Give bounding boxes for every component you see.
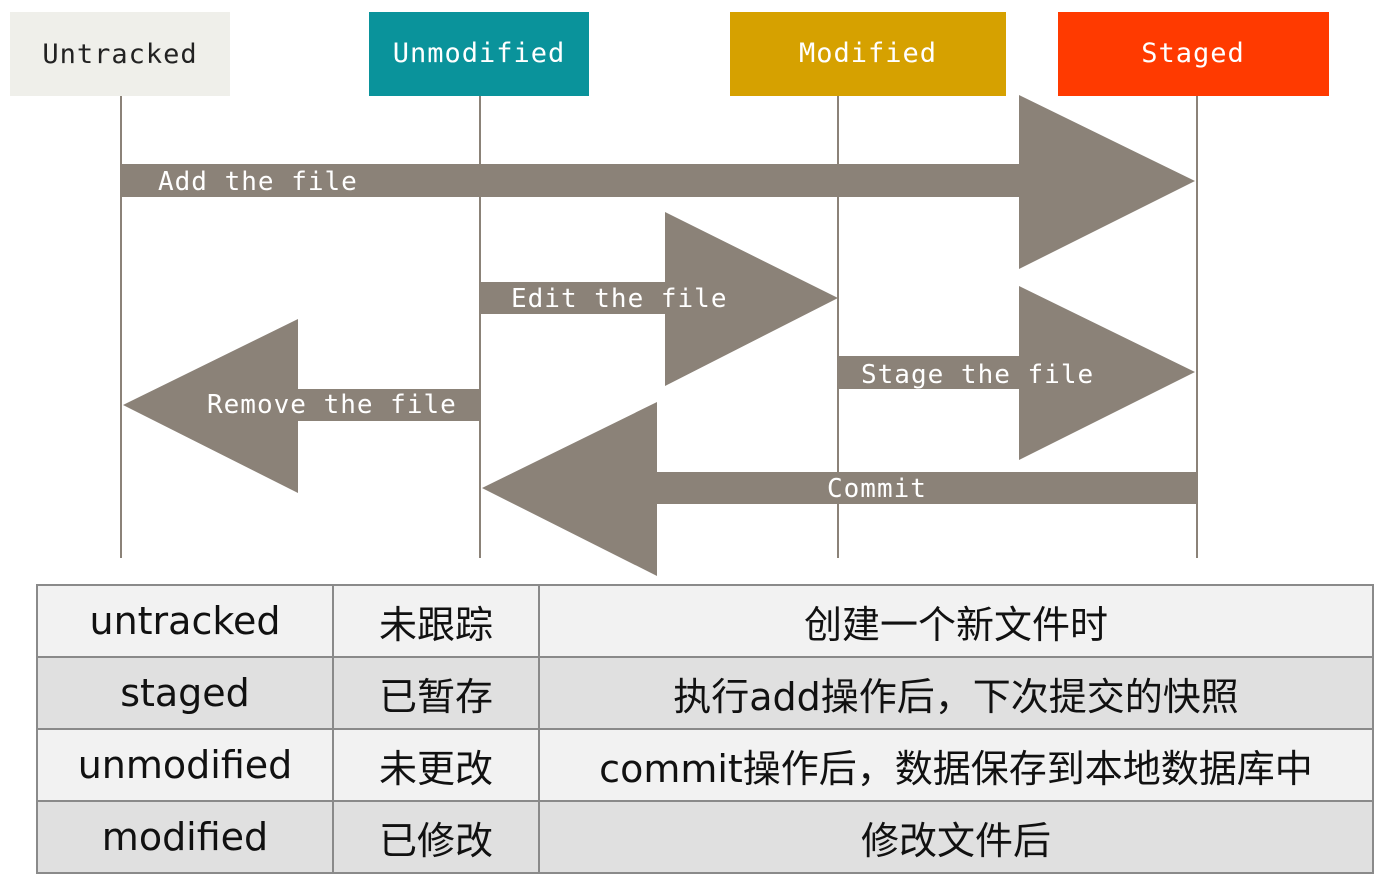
state-label-untracked: Untracked: [42, 39, 197, 70]
state-label-staged: Staged: [1141, 38, 1245, 69]
state-box-staged: [1058, 12, 1329, 96]
state-name-cell: staged: [36, 656, 334, 730]
state-chinese-cell: 未跟踪: [332, 584, 540, 658]
table-row: staged 已暂存 执行add操作后，下次提交的快照: [36, 656, 1374, 730]
state-description-cell: 执行add操作后，下次提交的快照: [538, 656, 1374, 730]
table-row: modified 已修改 修改文件后: [36, 800, 1374, 874]
table-row: unmodified 未更改 commit操作后，数据保存到本地数据库中: [36, 728, 1374, 802]
state-name-cell: modified: [36, 800, 334, 874]
state-name-cell: unmodified: [36, 728, 334, 802]
state-label-modified: Modified: [799, 38, 937, 69]
arrow-label-commit: Commit: [827, 474, 927, 504]
arrow-remove-the-file: [123, 319, 480, 493]
state-box-modified: [730, 12, 1006, 96]
state-box-untracked: [10, 12, 230, 96]
state-description-cell: 创建一个新文件时: [538, 584, 1374, 658]
file-states-table: untracked 未跟踪 创建一个新文件时 staged 已暂存 执行add操…: [36, 584, 1374, 874]
state-description-cell: commit操作后，数据保存到本地数据库中: [538, 728, 1374, 802]
table-row: untracked 未跟踪 创建一个新文件时: [36, 584, 1374, 658]
state-description-cell: 修改文件后: [538, 800, 1374, 874]
arrow-edit-the-file: [480, 212, 838, 386]
arrow-stage-the-file: [838, 286, 1195, 460]
state-label-unmodified: Unmodified: [393, 38, 566, 69]
state-name-cell: untracked: [36, 584, 334, 658]
arrow-add-the-file: [121, 95, 1195, 269]
arrow-label-edit: Edit the file: [511, 284, 728, 314]
state-box-unmodified: [369, 12, 589, 96]
arrow-label-add: Add the file: [158, 167, 358, 197]
state-chinese-cell: 已暂存: [332, 656, 540, 730]
git-file-lifecycle-diagram: Untracked Unmodified Modified Staged Add…: [10, 12, 1329, 576]
arrow-label-stage: Stage the file: [861, 360, 1094, 390]
state-chinese-cell: 未更改: [332, 728, 540, 802]
arrow-commit: [482, 402, 1197, 576]
arrow-label-remove: Remove the file: [207, 390, 457, 420]
state-chinese-cell: 已修改: [332, 800, 540, 874]
